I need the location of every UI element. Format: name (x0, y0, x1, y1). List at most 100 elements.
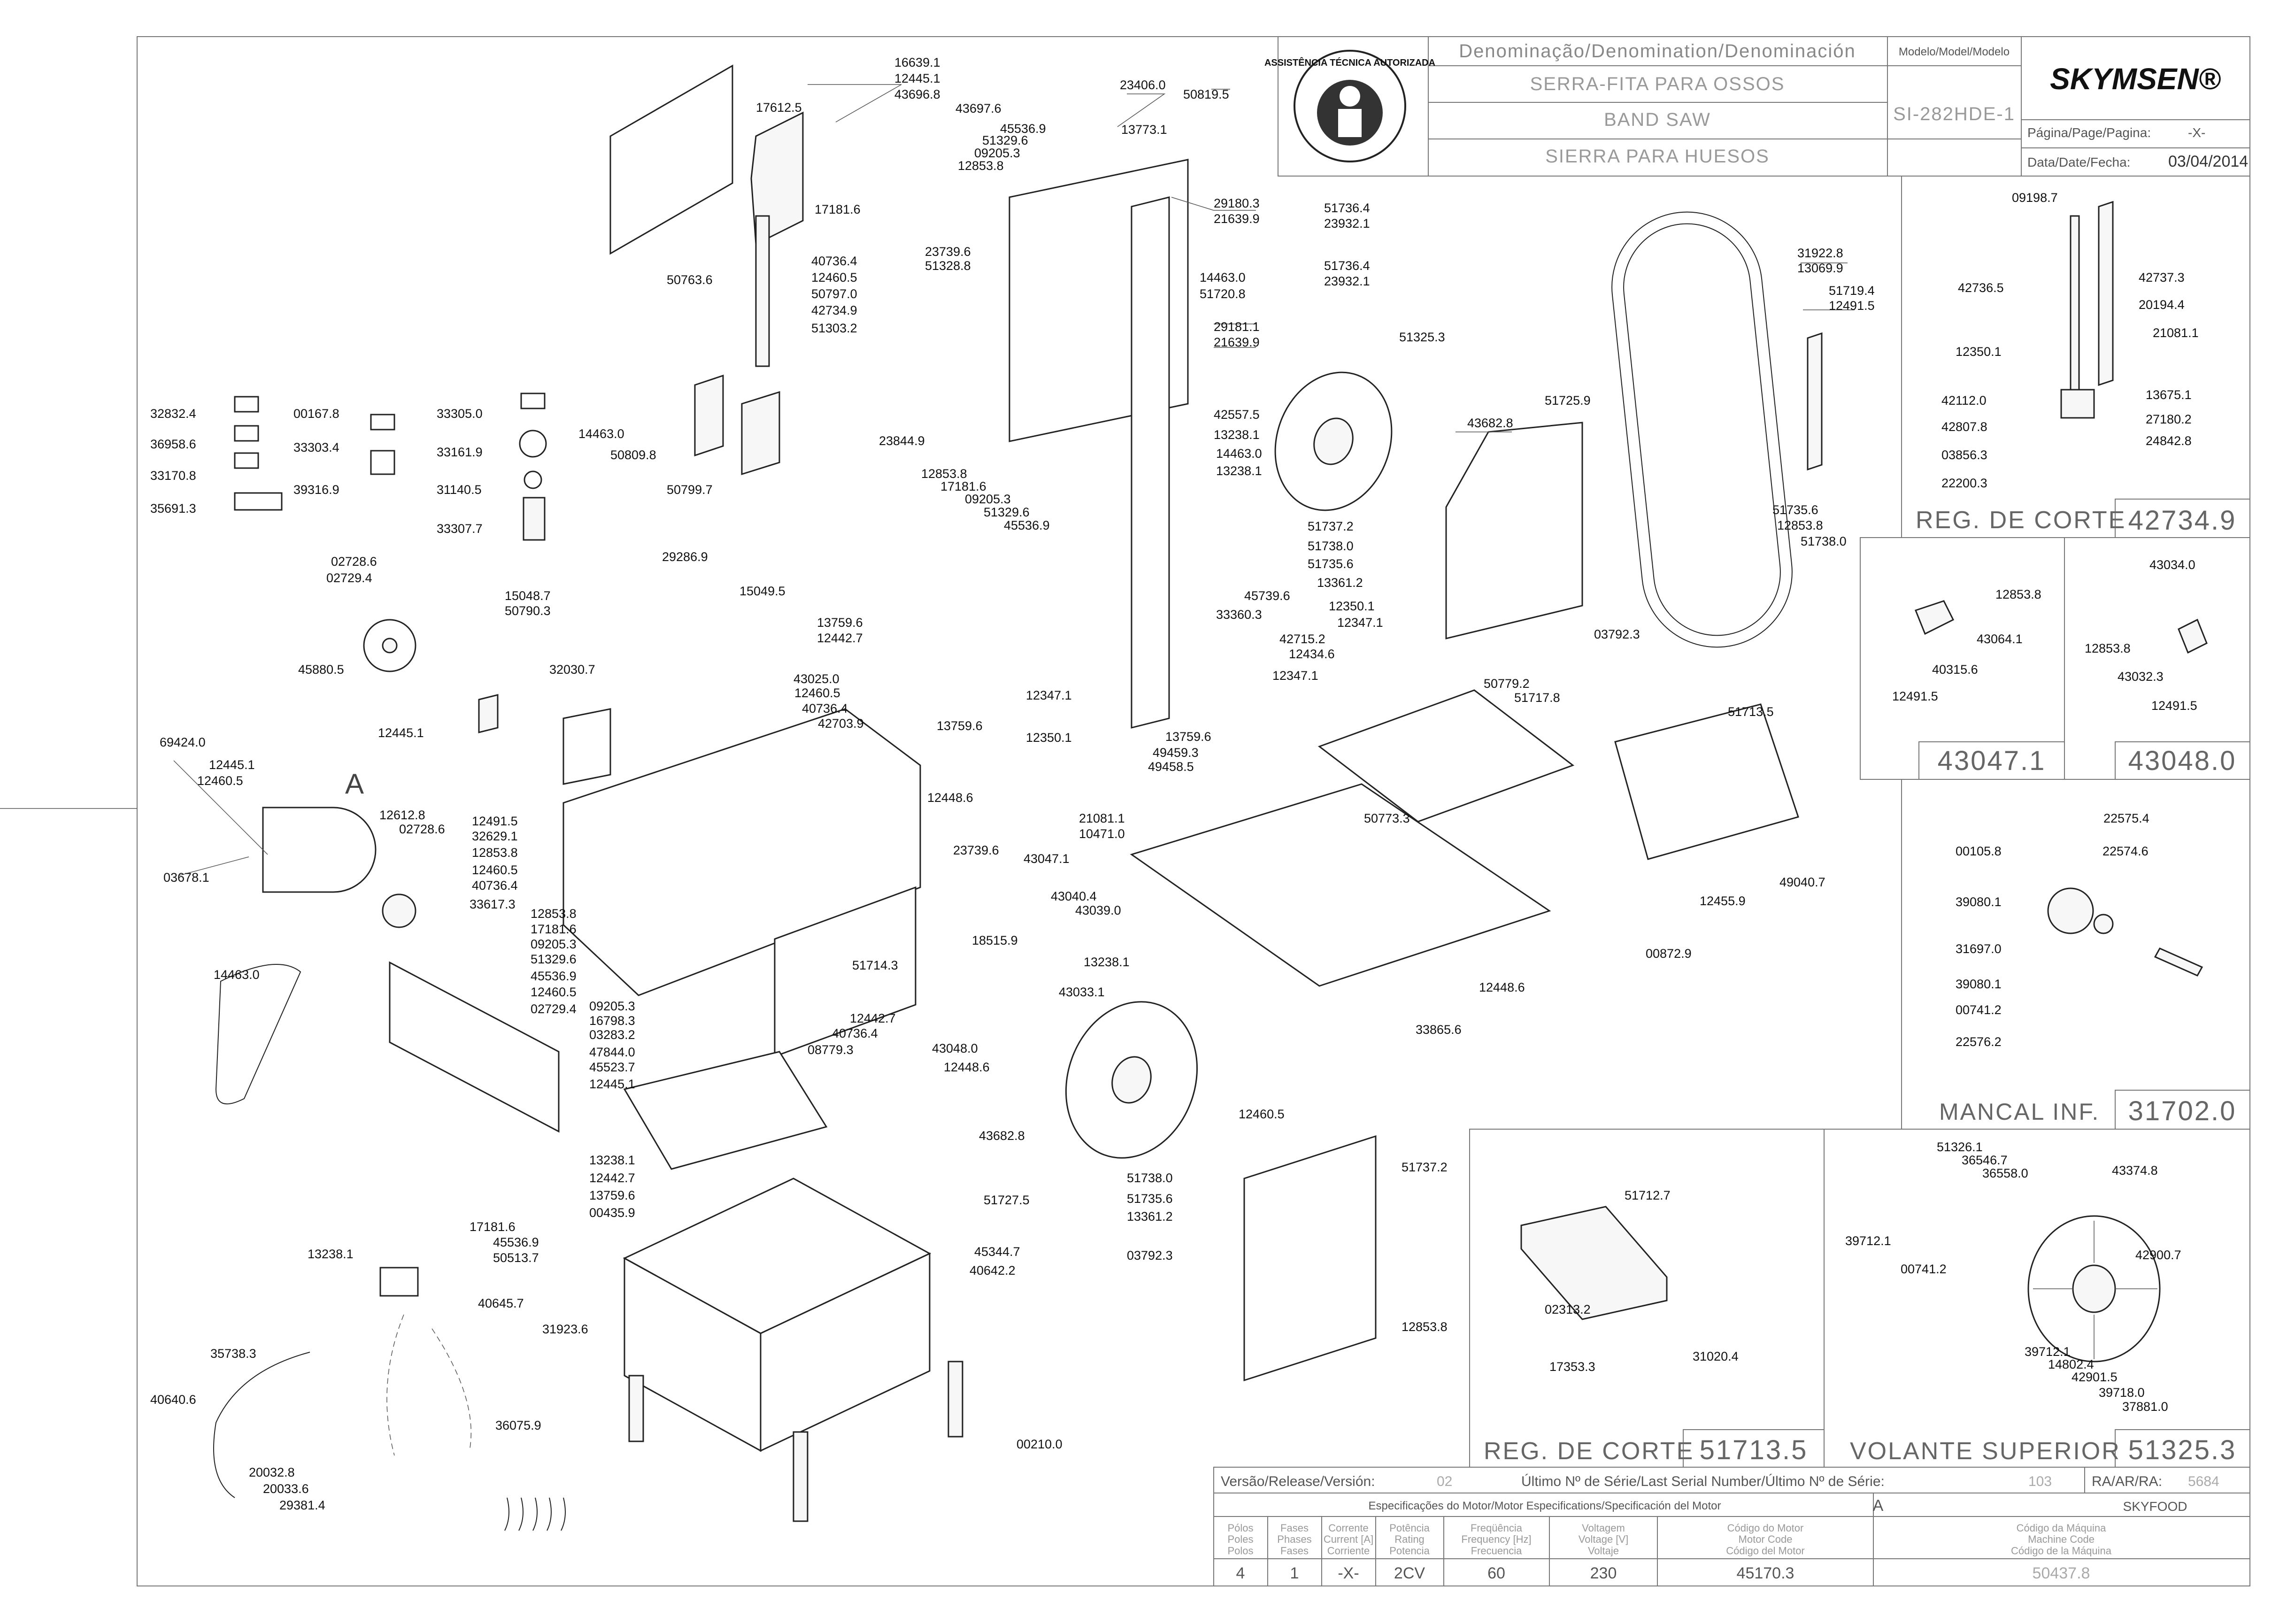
part-label: 13238.1 (1084, 955, 1130, 969)
main-drawing: A (173, 64, 1855, 1531)
part-label: 43697.6 (955, 101, 1001, 115)
part-label: 43033.1 (1059, 985, 1105, 999)
part-label: 18515.9 (972, 933, 1018, 947)
part-label: 33865.6 (1416, 1023, 1462, 1037)
motor-spec-label: Especificações do Motor/Motor Especifica… (1368, 1500, 1721, 1512)
title-block: ASSISTÊNCIA TÉCNICA AUTORIZADA Denominaç… (1264, 36, 2250, 177)
svg-text:12853.8: 12853.8 (2085, 641, 2131, 655)
part-label: 15048.7 (505, 589, 551, 603)
part-label: 45536.9 (1000, 122, 1046, 136)
v-fases: 1 (1290, 1564, 1299, 1582)
part-label: 42557.5 (1214, 408, 1260, 422)
part-label: 40642.2 (970, 1263, 1016, 1278)
part-label: 17612.5 (756, 100, 802, 115)
part-label: 43048.0 (932, 1041, 978, 1055)
part-label: 51727.5 (984, 1193, 1030, 1207)
sub-43048-code: 43048.0 (2128, 746, 2237, 776)
part-label: 12448.6 (1479, 980, 1525, 994)
svg-text:13675.1: 13675.1 (2146, 388, 2192, 402)
part-label: 12460.5 (1239, 1107, 1285, 1121)
svg-text:22574.6: 22574.6 (2102, 844, 2149, 858)
part-label: 45344.7 (974, 1245, 1020, 1259)
detail-volante-superior: VOLANTE SUPERIOR 51325.3 51326.1 36546.7… (1824, 1129, 2250, 1468)
svg-text:02313.2: 02313.2 (1545, 1302, 1591, 1316)
part-label: 45523.7 (589, 1060, 635, 1074)
svg-text:36546.7: 36546.7 (1962, 1153, 2008, 1167)
volante-superior-labels: 51326.1 36546.7 36558.0 43374.8 39712.1 … (1845, 1140, 2181, 1414)
page-value: -X- (2188, 125, 2205, 140)
part-label: 50773.3 (1364, 811, 1410, 825)
part-label: 51735.6 (1772, 503, 1818, 517)
svg-text:12491.5: 12491.5 (2151, 699, 2197, 713)
part-label: 13361.2 (1127, 1209, 1173, 1224)
reg-corte-1-code: 42734.9 (2128, 505, 2237, 536)
part-label: 02729.4 (531, 1002, 577, 1016)
part-label: 50790.3 (505, 604, 551, 618)
part-label: 50763.6 (667, 273, 713, 287)
svg-text:37881.0: 37881.0 (2122, 1400, 2168, 1414)
part-label: 13238.1 (308, 1247, 354, 1261)
motor-spec-table: Versão/Release/Versión: 02 Último Nº de … (1213, 1467, 2250, 1586)
volante-superior-code: 51325.3 (2128, 1435, 2237, 1465)
part-label: 21639.9 (1214, 335, 1260, 349)
part-label: 12853.8 (472, 846, 518, 860)
part-label: 32832.4 (150, 407, 196, 421)
reg-corte-2-labels: 51712.7 02313.2 17353.3 31020.4 (1545, 1188, 1739, 1374)
part-label: 12445.1 (589, 1077, 635, 1091)
part-label: 12347.1 (1026, 688, 1072, 702)
part-label: 23406.0 (1120, 78, 1166, 92)
v-machine-code: 50437.8 (2033, 1564, 2090, 1582)
v-potencia: 2CV (1394, 1564, 1425, 1582)
name-es: SIERRA PARA HUESOS (1545, 146, 1770, 167)
part-label: 12612.8 (379, 808, 425, 822)
svg-text:39080.1: 39080.1 (1956, 977, 2002, 991)
part-label: 51736.4 (1324, 259, 1370, 273)
part-label: 17181.6 (815, 202, 861, 216)
part-label: 40640.6 (150, 1393, 196, 1407)
part-label: 12460.5 (472, 863, 518, 877)
part-label: 12448.6 (944, 1060, 990, 1074)
serial-label: Último Nº de Série/Last Serial Number/Úl… (1521, 1474, 1885, 1489)
part-label: 08779.3 (808, 1043, 854, 1057)
svg-text:27180.2: 27180.2 (2146, 412, 2192, 426)
part-label: 12347.1 (1272, 669, 1318, 683)
part-label: 23932.1 (1324, 274, 1370, 288)
name-pt: SERRA-FITA PARA OSSOS (1530, 74, 1785, 94)
brand-logo: SKYMSEN® (2050, 62, 2221, 96)
svg-text:43374.8: 43374.8 (2112, 1163, 2158, 1178)
part-label: 51737.2 (1308, 519, 1354, 533)
part-label: 33617.3 (470, 897, 516, 911)
svg-text:22575.4: 22575.4 (2103, 811, 2149, 825)
part-label: 51719.4 (1829, 284, 1875, 298)
part-label: 12853.8 (531, 907, 577, 921)
part-label: 13759.6 (1165, 730, 1211, 744)
svg-text:42736.5: 42736.5 (1958, 281, 2004, 295)
part-label: 51303.2 (811, 321, 857, 335)
part-label: 20033.6 (263, 1482, 309, 1496)
part-label: 02729.4 (326, 571, 372, 585)
part-label: 23932.1 (1324, 216, 1370, 231)
part-label: 21639.9 (1214, 212, 1260, 226)
part-label: 51737.2 (1402, 1160, 1448, 1174)
part-label: 51738.0 (1127, 1171, 1173, 1185)
part-label: 12442.7 (589, 1171, 635, 1185)
detail-mancal-inf: MANCAL INF. 31702.0 22575.4 00105.8 2257… (1901, 779, 2250, 1130)
part-label: 49040.7 (1779, 875, 1825, 889)
svg-text:24842.8: 24842.8 (2146, 434, 2192, 448)
part-label: 47844.0 (589, 1045, 635, 1059)
sub-43048-labels: 43034.0 12853.8 43032.3 12491.5 (2085, 558, 2197, 713)
mancal-inf-label: MANCAL INF. (1939, 1099, 2100, 1125)
svg-text:39712.1: 39712.1 (1845, 1234, 1891, 1248)
part-label: 51717.8 (1514, 691, 1560, 705)
part-label: 51329.6 (531, 952, 577, 966)
part-label: 12853.8 (958, 159, 1004, 173)
sub-43047-labels: 12853.8 43064.1 40315.6 12491.5 (1892, 587, 2041, 703)
part-label: 00167.8 (293, 407, 339, 421)
part-label: 03283.2 (589, 1028, 635, 1042)
part-label: 43039.0 (1075, 903, 1121, 917)
part-label: 20032.8 (249, 1465, 295, 1479)
svg-text:39718.0: 39718.0 (2099, 1385, 2145, 1400)
svg-text:42112.0: 42112.0 (1941, 393, 1987, 408)
